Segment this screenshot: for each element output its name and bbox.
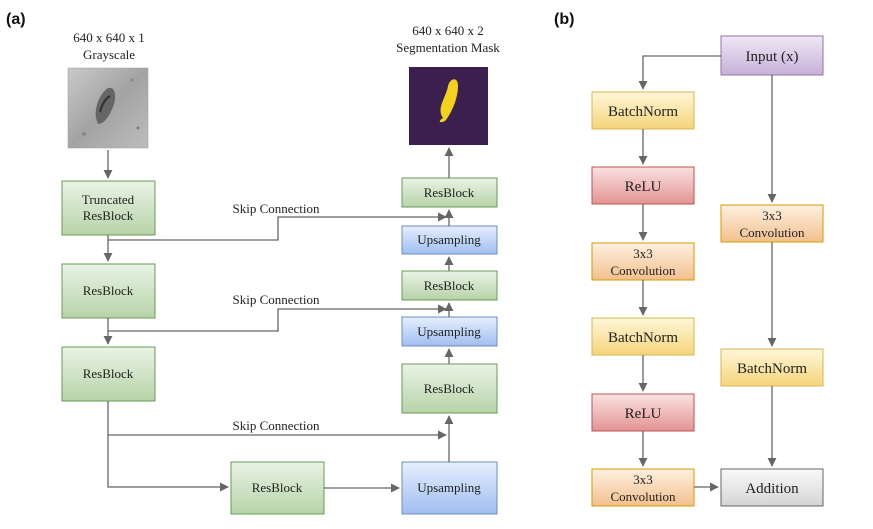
encoder-block-1-line1: Truncated: [82, 192, 135, 207]
skip-connection-1-label: Skip Connection: [232, 201, 320, 216]
res-conv-1: 3x3 Convolution: [591, 242, 695, 281]
addition-label: Addition: [745, 481, 799, 497]
skip-connection-2-label: Skip Connection: [232, 292, 320, 307]
res-relu-2-label: ReLU: [625, 406, 662, 422]
res-conv-2-line2: Convolution: [610, 489, 676, 504]
skip-connection-1-line: [108, 212, 447, 241]
res-relu-1-label: ReLU: [625, 179, 662, 195]
decoder-upsampling-1: Upsampling: [401, 225, 498, 255]
decoder-upsampling-3-label: Upsampling: [417, 480, 481, 495]
output-caption-line1: 640 x 640 x 2: [412, 23, 484, 38]
shortcut-conv: 3x3 Convolution: [720, 204, 824, 243]
res-batchnorm-2-label: BatchNorm: [608, 330, 678, 346]
res-batchnorm-1-label: BatchNorm: [608, 104, 678, 120]
encoder-block-2: ResBlock: [61, 263, 156, 319]
shortcut-conv-line2: Convolution: [739, 225, 805, 240]
encoder-block-2-label: ResBlock: [83, 283, 134, 298]
res-batchnorm-1: BatchNorm: [591, 91, 695, 130]
res-conv-2: 3x3 Convolution: [591, 468, 695, 507]
segmentation-mask-image: [409, 67, 488, 145]
input-caption-line2: Grayscale: [83, 47, 135, 62]
addition-block: Addition: [720, 468, 824, 507]
encoder-block-1: Truncated ResBlock: [61, 180, 156, 236]
panel-a-connectors: [103, 147, 454, 493]
decoder-resblock-top: ResBlock: [401, 177, 498, 208]
decoder-upsampling-2-label: Upsampling: [417, 324, 481, 339]
decoder-resblock-low: ResBlock: [401, 363, 498, 414]
encoder-block-1-line2: ResBlock: [83, 208, 134, 223]
res-conv-1-line2: Convolution: [610, 263, 676, 278]
bottleneck-block-label: ResBlock: [252, 480, 303, 495]
res-conv-2-line1: 3x3: [633, 472, 653, 487]
input-x-label: Input (x): [746, 49, 799, 65]
res-batchnorm-2: BatchNorm: [591, 317, 695, 356]
decoder-resblock-mid: ResBlock: [401, 270, 498, 301]
panel-b-label: (b): [554, 11, 574, 28]
arrow-input-to-batchnorm-1: [638, 55, 721, 90]
decoder-resblock-mid-label: ResBlock: [424, 278, 475, 293]
grayscale-input-image: [67, 67, 149, 149]
decoder-resblock-low-label: ResBlock: [424, 381, 475, 396]
arrow-encoder-3-to-bottleneck: [107, 401, 229, 492]
encoder-block-3-label: ResBlock: [83, 366, 134, 381]
res-conv-1-line1: 3x3: [633, 246, 653, 261]
encoder-block-3: ResBlock: [61, 346, 156, 402]
skip-connection-2-line: [108, 304, 447, 332]
decoder-upsampling-1-label: Upsampling: [417, 232, 481, 247]
panel-b-connectors: [638, 55, 777, 492]
output-caption-line2: Segmentation Mask: [396, 40, 500, 55]
skip-connection-3-label: Skip Connection: [232, 418, 320, 433]
shortcut-batchnorm-label: BatchNorm: [737, 361, 807, 377]
shortcut-conv-line1: 3x3: [762, 208, 782, 223]
bottleneck-block: ResBlock: [230, 461, 325, 515]
input-caption-line1: 640 x 640 x 1: [73, 30, 145, 45]
shortcut-batchnorm: BatchNorm: [720, 348, 824, 387]
input-x-block: Input (x): [720, 35, 824, 76]
res-relu-2: ReLU: [591, 393, 695, 432]
res-relu-1: ReLU: [591, 166, 695, 205]
decoder-upsampling-3: Upsampling: [401, 461, 498, 515]
decoder-upsampling-2: Upsampling: [401, 316, 498, 347]
decoder-resblock-top-label: ResBlock: [424, 185, 475, 200]
panel-a-label: (a): [6, 11, 26, 28]
